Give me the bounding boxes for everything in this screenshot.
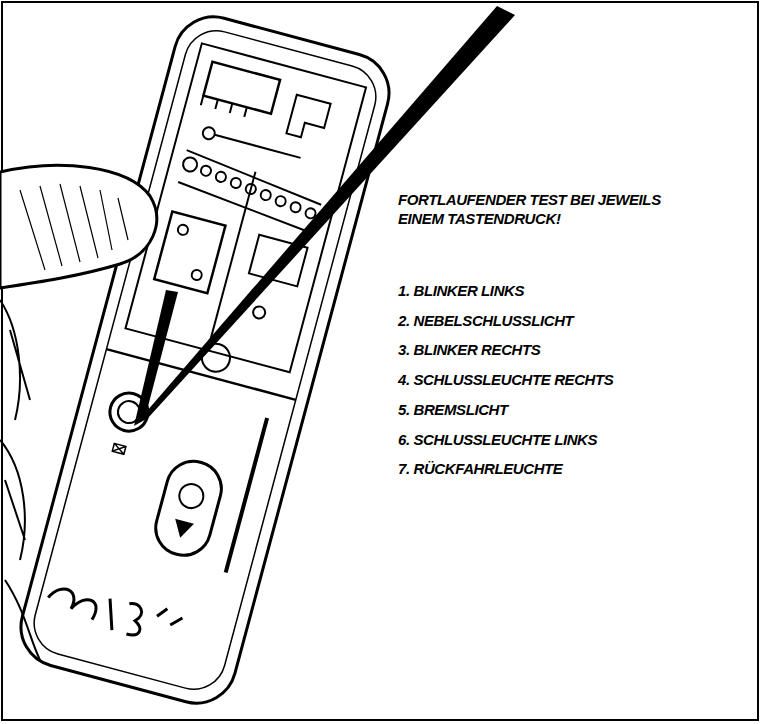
hand-sketch xyxy=(0,300,40,660)
thumb-shading xyxy=(20,184,128,270)
triangle-mark xyxy=(173,520,192,538)
test-step: 4. SCHLUSSLEUCHTE RECHTS xyxy=(398,370,728,389)
test-step: 3. BLINKER RECHTS xyxy=(398,340,728,359)
pad xyxy=(177,224,189,236)
tester-device xyxy=(12,8,398,712)
test-step: 2. NEBELSCHLUSSLICHT xyxy=(398,311,728,330)
relay xyxy=(154,211,225,293)
pointer-arrow-branch xyxy=(134,290,178,426)
test-step: 1. BLINKER LINKS xyxy=(398,281,728,300)
trace xyxy=(215,135,301,158)
oval-button xyxy=(150,455,228,561)
device-rim xyxy=(27,24,383,697)
device-body xyxy=(12,8,398,712)
pad xyxy=(191,269,203,281)
test-step: 5. BREMSLICHT xyxy=(398,400,728,419)
instruction-heading: FORTLAUFENDER TEST BEI JEWEILS EINEM TAS… xyxy=(398,190,673,228)
test-step: 6. SCHLUSSLEUCHTE LINKS xyxy=(398,430,728,449)
chip-pins xyxy=(201,96,247,117)
thumb xyxy=(0,165,157,288)
slot xyxy=(226,418,267,573)
button-symbol xyxy=(112,443,126,454)
pad xyxy=(252,305,267,320)
test-step: 7. RÜCKFAHRLEUCHTE xyxy=(398,459,728,478)
oval-button-knob xyxy=(177,481,206,510)
chip xyxy=(203,62,280,114)
logo-scribble xyxy=(44,578,183,647)
component xyxy=(286,95,330,143)
pad xyxy=(201,126,216,141)
